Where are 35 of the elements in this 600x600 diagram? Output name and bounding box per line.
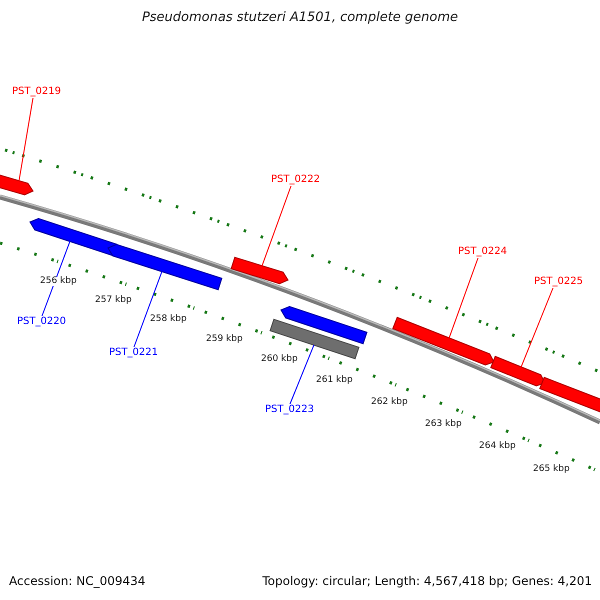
- scale-label: 262 kbp: [371, 398, 408, 407]
- gene-feature: [107, 244, 222, 290]
- leader-line: [290, 344, 314, 404]
- scale-label: 261 kbp: [316, 376, 353, 385]
- leader-line: [42, 240, 70, 316]
- leader-line: [520, 288, 554, 368]
- gene-label: PST_0224: [458, 247, 507, 257]
- gene-feature: [280, 306, 368, 344]
- gene-label: PST_0219: [12, 87, 61, 97]
- footer-text: Topology: circular; Length: 4,567,418 bp; Genes: 4,201: [262, 575, 592, 587]
- gene-label: PST_0220: [17, 317, 66, 327]
- scale-label: 264 kbp: [479, 442, 516, 451]
- gene-feature: [230, 256, 289, 284]
- leader-line: [448, 258, 478, 339]
- scale-label: 257 kbp: [95, 296, 132, 305]
- gene-feature: [539, 376, 600, 414]
- scale-label: 258 kbp: [150, 315, 187, 324]
- gene-feature: [29, 218, 118, 256]
- leader-line: [262, 186, 292, 266]
- scale-label: 260 kbp: [261, 355, 298, 364]
- gene-feature: [490, 356, 546, 386]
- scale-label: 265 kbp: [533, 465, 570, 474]
- scale-label: 259 kbp: [206, 335, 243, 344]
- gene-feature: [0, 174, 34, 196]
- gene-label: PST_0225: [534, 277, 583, 287]
- gene-feature: [392, 316, 495, 366]
- gene-label: PST_0223: [265, 405, 314, 415]
- scale-label: 263 kbp: [425, 420, 462, 429]
- gene-label: PST_0221: [109, 348, 158, 358]
- gene-label: PST_0222: [271, 175, 320, 185]
- scale-label: 256 kbp: [40, 277, 77, 286]
- leader-line: [134, 270, 162, 348]
- footer-text: Accession: NC_009434: [9, 575, 146, 587]
- leader-line: [18, 98, 34, 182]
- title: Pseudomonas stutzeri A1501, complete genome: [140, 11, 460, 24]
